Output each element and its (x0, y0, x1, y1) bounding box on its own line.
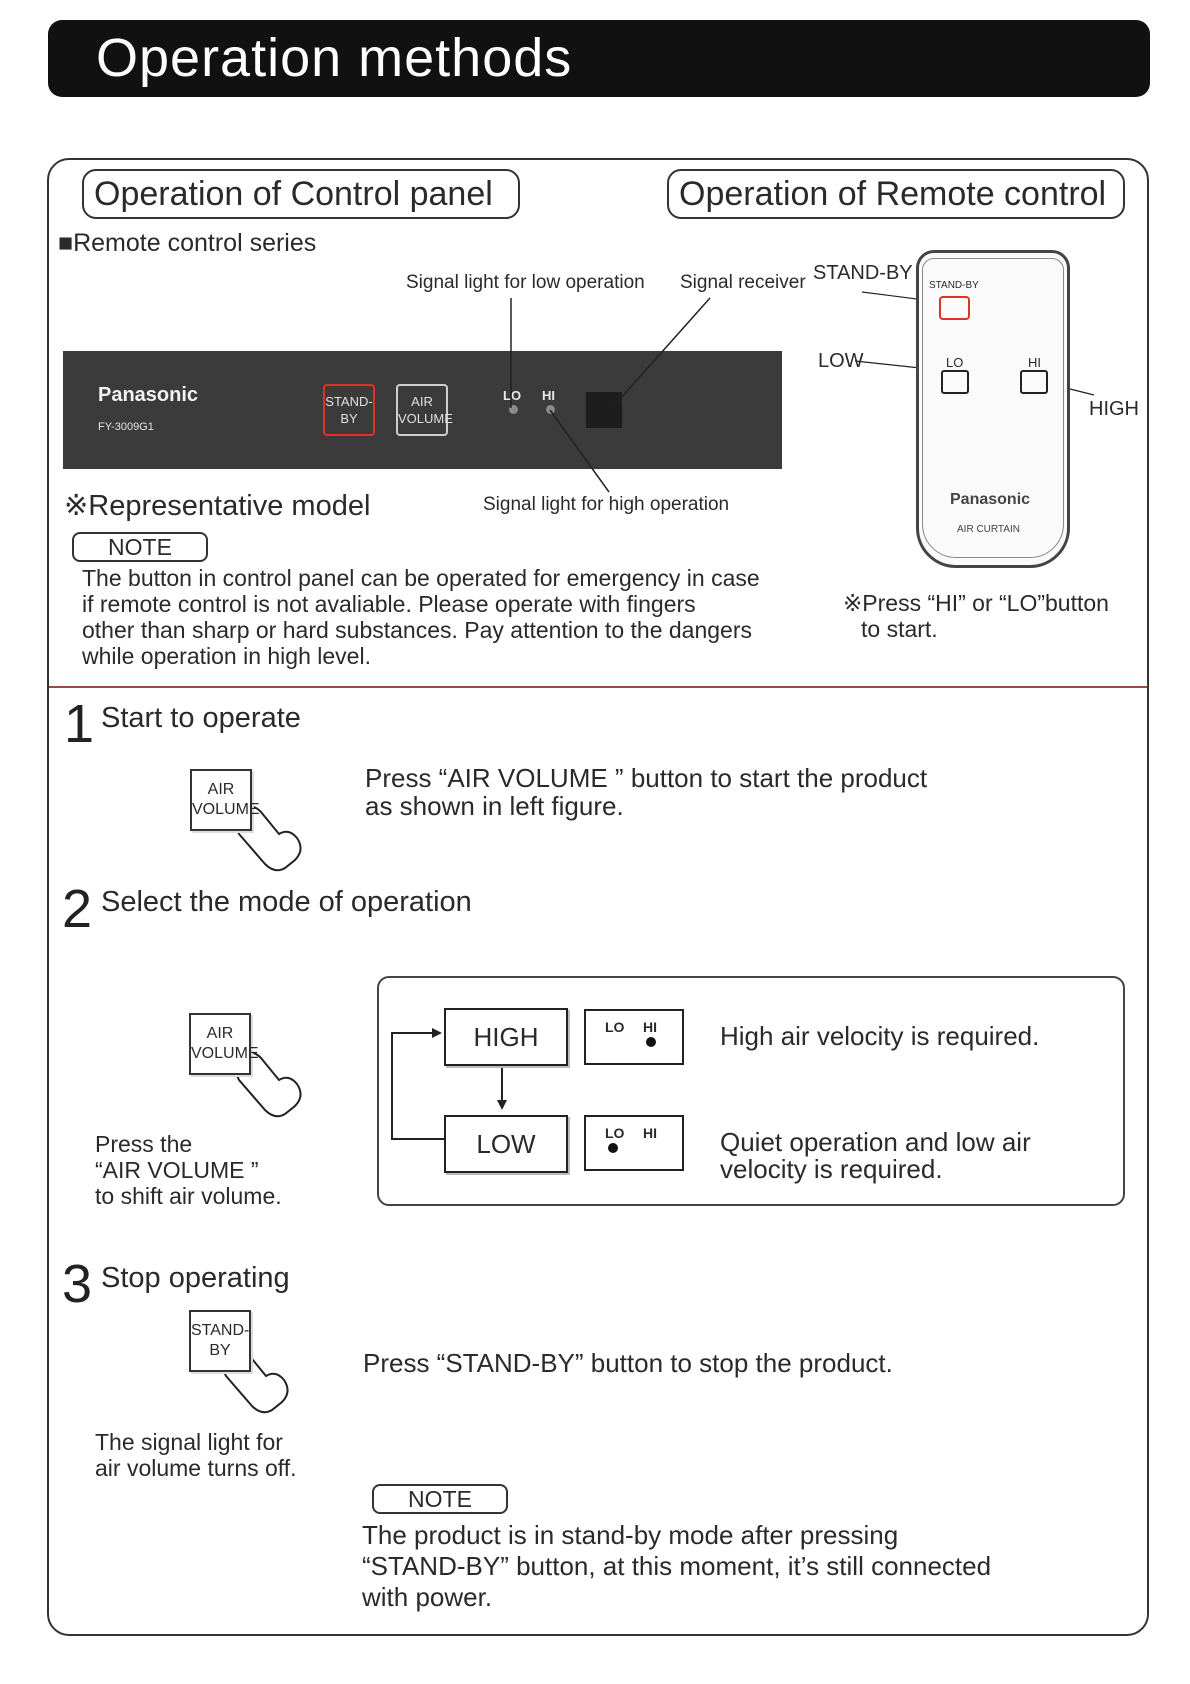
remote-control-inner (922, 258, 1064, 558)
step-3-title: Stop operating (101, 1262, 290, 1294)
panel-lo-light (509, 405, 518, 414)
step-1-desc-line-1: Press “AIR VOLUME ” button to start the … (365, 763, 928, 793)
content-frame (47, 158, 1149, 1636)
step-2-air-volume-button: AIR VOLUME (189, 1013, 259, 1075)
header-bar (48, 20, 1150, 97)
step-2-btn-top: AIR (206, 1025, 234, 1042)
mode-high-label: HIGH (444, 1008, 568, 1066)
low-ind-lo-text: LO (605, 1125, 625, 1141)
high-ind-hi-light (646, 1037, 656, 1047)
remote-btn-lo-text: LO (946, 355, 964, 370)
remote-standby-label: STAND-BY (813, 262, 913, 284)
low-indicator-box (584, 1115, 684, 1171)
remote-brand: Panasonic (950, 491, 1031, 508)
step-1-desc-line-2: as shown in left figure. (365, 791, 624, 821)
section-divider (49, 686, 1147, 688)
step-3-signal-line-2: air volume turns off. (95, 1455, 297, 1481)
callout-signal-receiver: Signal receiver (680, 272, 806, 293)
remote-press-line-1: ※Press “HI” or “LO”button (843, 590, 1109, 616)
high-ind-lo-text: LO (605, 1019, 625, 1035)
panel-hi-label: HI (542, 388, 555, 403)
note-1-line-1: The button in control panel can be opera… (82, 565, 760, 591)
hand-icon-2 (235, 1051, 302, 1118)
step-3-number: 3 (62, 1254, 93, 1314)
callout-high-light: Signal light for high operation (483, 494, 730, 515)
panel-signal-receiver (586, 392, 622, 428)
high-ind-hi-text: HI (643, 1019, 657, 1035)
note-1-line-3: other than sharp or hard substances. Pay… (82, 617, 752, 643)
low-ind-lo-light (608, 1143, 618, 1153)
low-ind-hi-text: HI (643, 1125, 657, 1141)
representative-model: ※Representative model (64, 490, 371, 522)
page-title: Operation methods (96, 28, 573, 88)
high-indicator-box (584, 1009, 684, 1065)
remote-control-heading: Operation of Remote control (667, 169, 1125, 219)
step-1-btn-top: AIR (207, 781, 235, 798)
step-2-title: Select the mode of operation (101, 886, 472, 918)
panel-standby-bottom: BY (340, 411, 358, 426)
remote-btn-standby-text: STAND-BY (929, 280, 979, 291)
receiver-line (611, 297, 711, 409)
remote-high-label: HIGH (1089, 398, 1139, 420)
step-3-btn-bottom: BY (209, 1342, 231, 1359)
remote-control-illustration (916, 250, 1070, 568)
step-1-btn-bottom: VOLUME (192, 801, 260, 818)
mode-selection-box (377, 976, 1125, 1206)
control-panel-illustration (63, 351, 782, 469)
remote-hi-button (1020, 370, 1048, 394)
panel-air-volume-button: AIR VOLUME (396, 384, 453, 436)
step-2-press-line-3: to shift air volume. (95, 1183, 282, 1209)
callout-low-light: Signal light for low operation (406, 272, 645, 293)
step-1-air-volume-button: AIR VOLUME (190, 769, 260, 831)
panel-standby-button: STAND- BY (323, 384, 375, 436)
note-1-line-2: if remote control is not avaliable. Plea… (82, 591, 696, 617)
mode-low-label: LOW (444, 1115, 568, 1173)
note-label-2: NOTE (372, 1484, 508, 1514)
remote-btn-hi-text: HI (1028, 355, 1041, 370)
step-2-press-line-1: Press the (95, 1131, 193, 1157)
control-panel-heading: Operation of Control panel (82, 169, 520, 219)
high-to-low-arrowhead (497, 1100, 507, 1110)
remote-subbrand: AIR CURTAIN (957, 524, 1020, 535)
panel-model: FY-3009G1 (98, 421, 154, 433)
note-1-line-4: while operation in high level. (82, 643, 371, 669)
series-label: ■Remote control series (58, 229, 317, 257)
step-3-btn-top: STAND- (191, 1322, 250, 1339)
high-light-line (549, 409, 610, 493)
panel-air-bottom: VOLUME (398, 411, 453, 426)
hand-icon-1 (235, 805, 302, 872)
panel-air-top: AIR (411, 394, 433, 409)
remote-press-line-2: to start. (861, 616, 938, 642)
panel-lo-label: LO (503, 388, 522, 403)
low-desc-line-2: velocity is required. (720, 1154, 943, 1184)
step-1-title: Start to operate (101, 702, 301, 734)
remote-lo-button (941, 370, 969, 394)
note-2-line-3: with power. (362, 1582, 493, 1612)
step-3-signal-line-1: The signal light for (95, 1429, 283, 1455)
step-3-desc: Press “STAND-BY” button to stop the prod… (363, 1348, 893, 1378)
remote-low-label: LOW (818, 350, 864, 372)
panel-standby-top: STAND- (325, 394, 373, 409)
low-to-high-arrowhead (432, 1028, 442, 1038)
low-desc-line-1: Quiet operation and low air (720, 1127, 1031, 1157)
step-1-number: 1 (64, 694, 95, 754)
step-3-standby-button: STAND- BY (189, 1310, 251, 1372)
note-2-line-1: The product is in stand-by mode after pr… (362, 1520, 899, 1550)
high-desc: High air velocity is required. (720, 1021, 1040, 1051)
step-2-press-line-2: “AIR VOLUME ” (95, 1157, 259, 1183)
low-to-high-arrow (391, 1032, 444, 1140)
panel-brand: Panasonic (98, 384, 199, 406)
step-2-btn-bottom: VOLUME (191, 1045, 259, 1062)
step-2-number: 2 (62, 879, 93, 939)
remote-standby-button (939, 296, 970, 320)
note-label-1: NOTE (72, 532, 208, 562)
panel-hi-light (546, 405, 555, 414)
note-2-line-2: “STAND-BY” button, at this moment, it’s … (362, 1551, 992, 1581)
